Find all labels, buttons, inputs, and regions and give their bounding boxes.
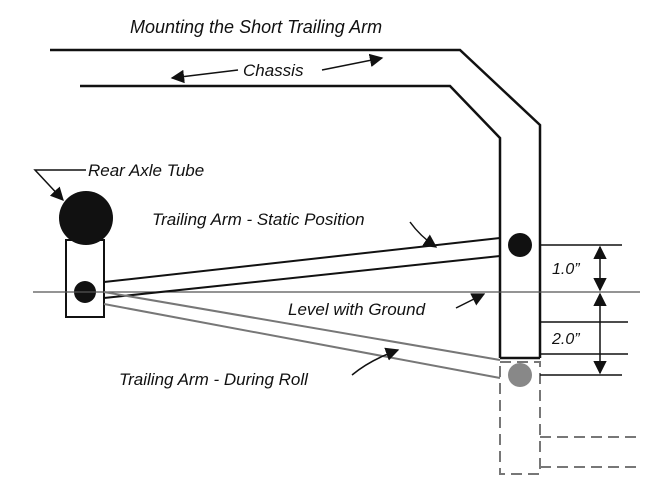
level-label-pointer bbox=[455, 293, 486, 309]
chassis-label: Chassis bbox=[243, 61, 304, 80]
rear-axle-pointer bbox=[33, 169, 86, 201]
level-with-ground-label: Level with Ground bbox=[288, 300, 426, 319]
trailing-arm-roll bbox=[103, 291, 501, 379]
trailing-arm-roll-label: Trailing Arm - During Roll bbox=[119, 370, 309, 389]
dimension-upper-label: 1.0” bbox=[552, 261, 580, 278]
chassis-pivot-roll bbox=[508, 363, 532, 387]
dimension-reference-lines bbox=[540, 244, 628, 376]
axle-bracket bbox=[65, 239, 105, 318]
chassis-arrow-left bbox=[170, 69, 239, 84]
chassis bbox=[50, 48, 542, 360]
chassis-inner-rail bbox=[80, 84, 502, 358]
trailing-arm-static-label: Trailing Arm - Static Position bbox=[152, 210, 365, 229]
chassis-arrow-right bbox=[321, 53, 384, 71]
static-label-pointer bbox=[409, 221, 438, 248]
rear-axle-tube bbox=[59, 191, 113, 245]
chassis-outer-rail bbox=[50, 48, 542, 358]
rear-axle-tube-label: Rear Axle Tube bbox=[88, 161, 204, 180]
chassis-roll-dashed bbox=[499, 361, 640, 475]
diagram-title: Mounting the Short Trailing Arm bbox=[130, 17, 382, 37]
dimension-lower-label: 2.0” bbox=[551, 331, 580, 348]
chassis-pivot-static bbox=[508, 233, 532, 257]
roll-label-pointer bbox=[351, 347, 400, 376]
trailing-arm-static bbox=[103, 237, 501, 299]
